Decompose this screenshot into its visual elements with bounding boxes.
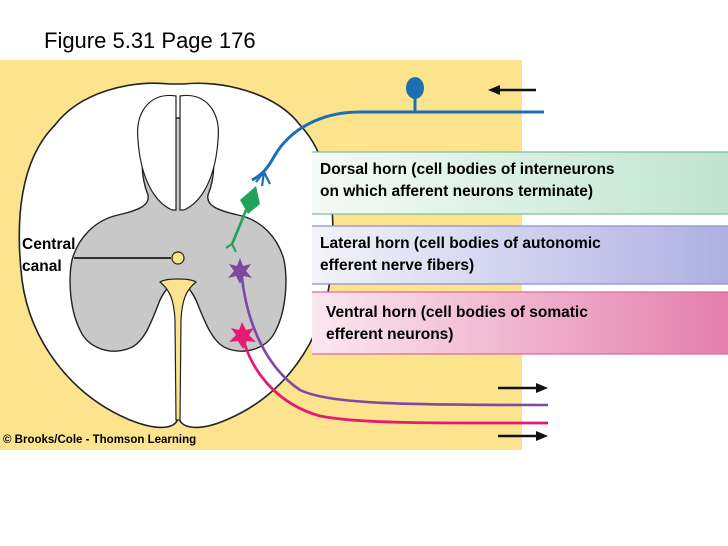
central-canal [171,251,185,265]
central-canal-label-line2: canal [22,258,62,275]
lateral-horn-band [312,226,728,284]
afferent-terminal [255,171,271,187]
dorsal-horn-label-line2: on which afferent neurons terminate) [320,183,594,200]
dorsal-column-right [179,94,219,211]
lateral-horn-label-line2: efferent nerve fibers) [320,257,475,274]
ventral-horn-label-line2: efferent neurons) [326,326,454,343]
somatic-cell-body [229,322,256,349]
anterior-fissure [158,278,198,421]
ventral-horn-band [312,292,728,354]
ventral-horn-label-line1: Ventral horn (cell bodies of somatic [326,304,588,321]
afferent-cell-body [406,77,424,99]
dorsal-horn-label: Dorsal horn (cell bodies of interneurons… [320,159,615,203]
autonomic-fiber [240,277,549,407]
autonomic-cell-body [228,258,252,284]
central-canal-label-line1: Central [22,236,76,253]
spinal-cord-diagram [0,60,728,450]
somatic-fiber [242,341,549,425]
lateral-horn-label-line1: Lateral horn (cell bodies of autonomic [320,235,601,252]
lateral-horn-label: Lateral horn (cell bodies of autonomic e… [320,233,601,277]
central-canal-label: Central canal [22,234,75,278]
dorsal-horn-band [312,152,728,214]
interneuron-fiber [230,209,248,245]
figure-title: Figure 5.31 Page 176 [44,28,256,53]
dorsal-horn-label-line1: Dorsal horn (cell bodies of interneurons [320,161,615,178]
interneuron-cell-body [240,186,260,214]
ventral-horn-label: Ventral horn (cell bodies of somatic eff… [326,302,588,346]
copyright-credit: © Brooks/Cole - Thomson Learning [3,434,197,446]
dorsal-column-left [137,94,177,211]
